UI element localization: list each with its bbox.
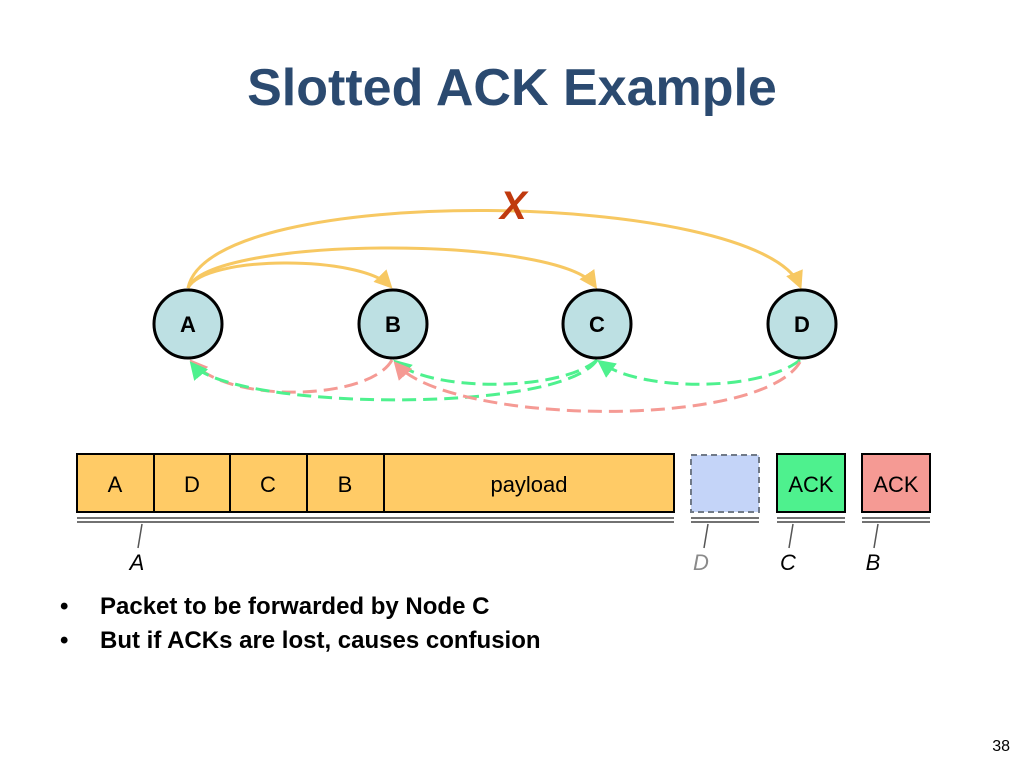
ack-arrow-c-to-a [189, 359, 599, 402]
node-c: C [561, 288, 633, 360]
header-field-1: A [108, 472, 123, 497]
data-arrow-a-to-d [186, 209, 803, 290]
slot-owner-b-label: B [866, 550, 881, 575]
slot-baselines [77, 517, 930, 523]
node-d-label: D [794, 312, 810, 337]
bullet-item: Packet to be forwarded by Node C [60, 590, 541, 624]
slide-title: Slotted ACK Example [247, 59, 777, 117]
ack-arrow-c-to-b [393, 358, 598, 386]
node-a: A [152, 288, 224, 360]
page-number: 38 [992, 738, 1010, 755]
ack-slot-b-label: ACK [873, 472, 919, 497]
lost-transmission-mark: X [498, 184, 529, 228]
ack-arrow-b-to-a [189, 359, 394, 394]
header-field-3: C [260, 472, 276, 497]
payload-label: payload [490, 472, 567, 497]
bullet-list: Packet to be forwarded by Node C But if … [60, 590, 541, 658]
ack-arrow-d-to-b [393, 361, 802, 413]
header-field-4: B [338, 472, 353, 497]
data-arrows [186, 209, 803, 290]
slot-owner-d-label: D [693, 550, 709, 575]
packet-frame: A D C B payload [76, 453, 675, 513]
bullet-item: But if ACKs are lost, causes confusion [60, 624, 541, 658]
data-arrow-a-to-c [186, 246, 598, 289]
node-d: D [766, 288, 838, 360]
ack-slot-b: ACK [861, 453, 931, 513]
slot-owner-c-label: C [780, 550, 796, 575]
data-arrow-a-to-b [186, 261, 393, 289]
ack-slot-c-label: ACK [788, 472, 834, 497]
ack-slot-d [690, 454, 760, 513]
slot-owner-pointers [137, 523, 879, 549]
ack-arrows [189, 358, 802, 413]
node-c-label: C [589, 312, 605, 337]
packet-owner-label: A [128, 550, 145, 575]
header-field-2: D [184, 472, 200, 497]
node-b-label: B [385, 312, 401, 337]
node-a-label: A [180, 312, 196, 337]
ack-arrow-d-to-c [597, 358, 801, 386]
node-b: B [357, 288, 429, 360]
ack-slot-c: ACK [776, 453, 846, 513]
